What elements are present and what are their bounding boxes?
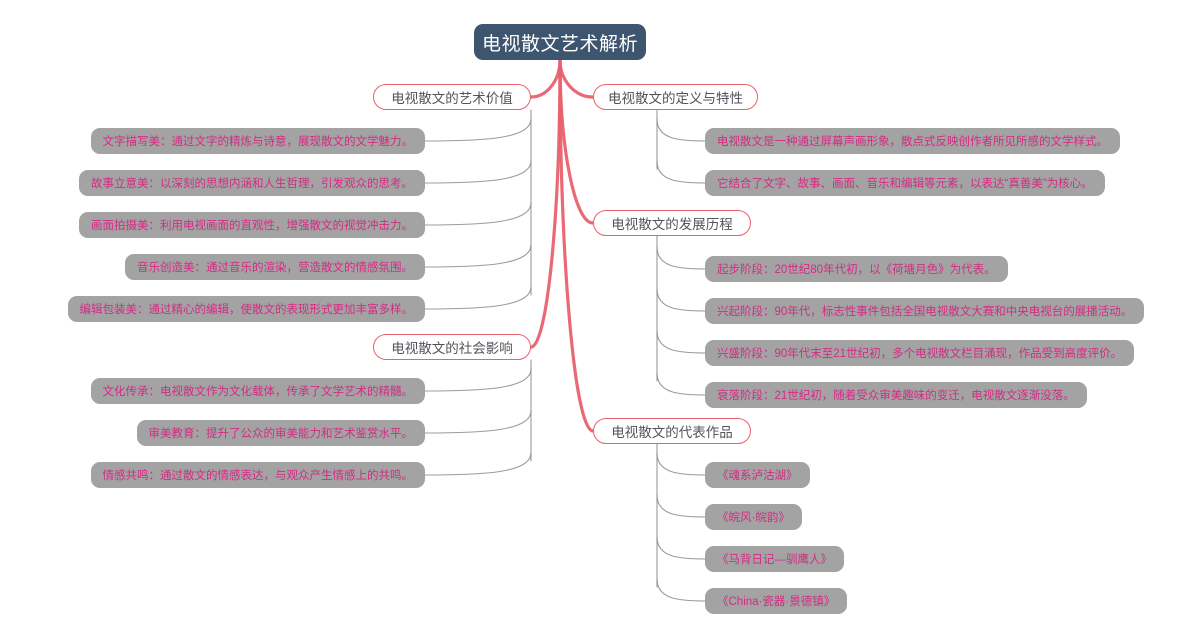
leaf-node[interactable]: 衰落阶段：21世纪初，随着受众审美趣味的变迁，电视散文逐渐没落。 [705,382,1087,408]
leaf-node-label: 情感共鸣：通过散文的情感表达，与观众产生情感上的共鸣。 [102,470,414,482]
leaf-node[interactable]: 兴盛阶段：90年代末至21世纪初，多个电视散文栏目涌现，作品受到高度评价。 [705,340,1135,366]
branch-node-label: 电视散文的定义与特性 [608,91,743,106]
leaf-node-label: 音乐创造美：通过音乐的渲染，营造散文的情感氛围。 [137,262,413,274]
leaf-node-label: 它结合了文字、故事、画面、音乐和编辑等元素，以表达“真善美”为核心。 [717,178,1093,190]
leaf-node[interactable]: 画面拍摄美：利用电视画面的直观性，增强散文的视觉冲击力。 [79,212,425,238]
leaf-node[interactable]: 故事立意美：以深刻的思想内涵和人生哲理，引发观众的思考。 [79,170,425,196]
branch-node-representative-works[interactable]: 电视散文的代表作品 [593,418,751,444]
leaf-node-label: 兴盛阶段：90年代末至21世纪初，多个电视散文栏目涌现，作品受到高度评价。 [717,348,1123,360]
branch-node-label: 电视散文的艺术价值 [391,91,513,106]
leaf-node[interactable]: 审美教育：提升了公众的审美能力和艺术鉴赏水平。 [136,420,425,446]
branch-node-artistic-value[interactable]: 电视散文的艺术价值 [373,84,531,110]
leaf-node-label: 电视散文是一种通过屏幕声画形象，散点式反映创作者所见所感的文学样式。 [717,136,1108,148]
branch-node-social-influence[interactable]: 电视散文的社会影响 [373,334,531,360]
root-node-label: 电视散文艺术解析 [481,33,638,55]
branch-node-development-history[interactable]: 电视散文的发展历程 [593,210,751,236]
leaf-node-label: 《魂系泸沽湖》 [717,470,798,482]
leaf-node[interactable]: 电视散文是一种通过屏幕声画形象，散点式反映创作者所见所感的文学样式。 [705,128,1120,154]
branch-node-definition-characteristics[interactable]: 电视散文的定义与特性 [593,84,758,110]
leaf-node[interactable]: 情感共鸣：通过散文的情感表达，与观众产生情感上的共鸣。 [90,462,425,488]
leaf-node-label: 编辑包装美：通过精心的编辑，使散文的表现形式更加丰富多样。 [79,304,414,316]
branch-node-label: 电视散文的社会影响 [391,341,513,356]
leaf-node-label: 文字描写美：通过文字的精炼与诗意，展现散文的文学魅力。 [102,136,414,148]
leaf-node[interactable]: 它结合了文字、故事、画面、音乐和编辑等元素，以表达“真善美”为核心。 [705,170,1105,196]
leaf-node-label: 衰落阶段：21世纪初，随着受众审美趣味的变迁，电视散文逐渐没落。 [717,390,1075,402]
leaf-node-label: 审美教育：提升了公众的审美能力和艺术鉴赏水平。 [148,428,414,440]
leaf-node[interactable]: 编辑包装美：通过精心的编辑，使散文的表现形式更加丰富多样。 [67,296,425,322]
leaf-node-label: 《马背日记—驯鹰人》 [717,554,832,566]
leaf-node-label: 《皖风·皖韵》 [717,512,790,524]
leaf-node-label: 文化传承：电视散文作为文化载体，传承了文学艺术的精髓。 [102,386,414,398]
leaf-node[interactable]: 兴起阶段：90年代，标志性事件包括全国电视散文大赛和中央电视台的展播活动。 [705,298,1145,324]
leaf-node[interactable]: 起步阶段：20世纪80年代初，以《荷塘月色》为代表。 [705,256,1008,282]
leaf-node[interactable]: 《皖风·皖韵》 [705,504,802,530]
leaf-node-label: 画面拍摄美：利用电视画面的直观性，增强散文的视觉冲击力。 [91,220,413,232]
leaf-node[interactable]: 文化传承：电视散文作为文化载体，传承了文学艺术的精髓。 [90,378,425,404]
leaf-node-label: 起步阶段：20世纪80年代初，以《荷塘月色》为代表。 [717,264,996,276]
leaf-node-label: 《China·瓷器·景德镇》 [717,596,836,608]
leaf-node[interactable]: 《China·瓷器·景德镇》 [705,588,848,614]
leaf-node[interactable]: 《马背日记—驯鹰人》 [705,546,844,572]
branch-node-label: 电视散文的发展历程 [611,217,733,232]
branch-node-label: 电视散文的代表作品 [611,425,733,440]
leaf-node[interactable]: 文字描写美：通过文字的精炼与诗意，展现散文的文学魅力。 [90,128,425,154]
leaf-node-label: 兴起阶段：90年代，标志性事件包括全国电视散文大赛和中央电视台的展播活动。 [717,306,1133,318]
leaf-node-label: 故事立意美：以深刻的思想内涵和人生哲理，引发观众的思考。 [91,178,413,190]
leaf-node[interactable]: 音乐创造美：通过音乐的渲染，营造散文的情感氛围。 [125,254,425,280]
leaf-node[interactable]: 《魂系泸沽湖》 [705,462,810,488]
root-node[interactable]: 电视散文艺术解析 [474,24,646,60]
